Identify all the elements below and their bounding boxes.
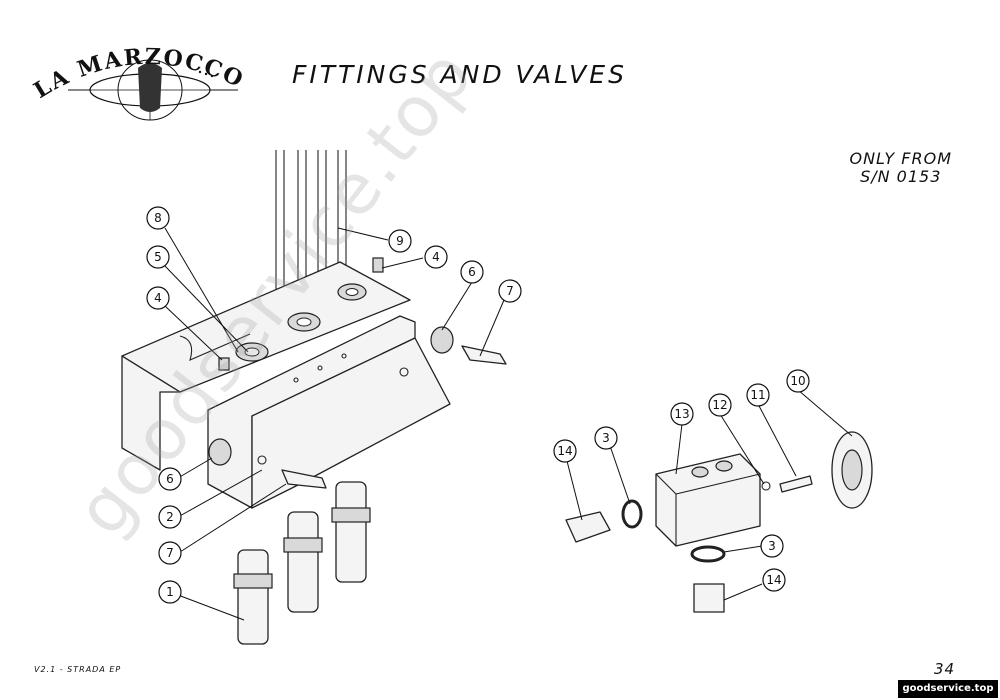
leader-lines [164,227,853,621]
callout-12: 12 [708,393,732,417]
callout-2: 2 [158,505,182,529]
hose-fittings [281,345,507,489]
screws [218,257,384,371]
callout-4: 4 [424,245,448,269]
svg-text:7: 7 [166,546,174,560]
svg-text:7: 7 [506,284,514,298]
callout-3: 3 [760,534,784,558]
callout-4: 4 [146,286,170,310]
valve-block [655,453,761,547]
globe-logo-icon: LA MARZOCCO [29,44,247,121]
callout-14: 14 [553,439,577,463]
svg-text:8: 8 [154,211,162,225]
svg-text:3: 3 [768,539,776,553]
model-label: V2.1 - STRADA EP [34,665,122,674]
svg-text:4: 4 [432,250,440,264]
page-number: 34 [934,660,956,678]
brand-logo: LA MARZOCCO [28,38,268,128]
callout-5: 5 [146,245,170,269]
callout-13: 13 [670,402,694,426]
callout-6: 6 [460,260,484,284]
svg-text:13: 13 [674,407,689,421]
callout-7: 7 [498,279,522,303]
o-rings [621,499,726,563]
callout-7: 7 [158,541,182,565]
callout-1: 1 [158,580,182,604]
svg-text:9: 9 [396,234,404,248]
svg-text:5: 5 [154,250,162,264]
serial-note-line2: S/N 0153 [860,167,942,186]
serial-note-line1: ONLY FROM [849,149,952,168]
nuts [208,283,454,466]
svg-text:11: 11 [750,388,765,402]
adapter-fittings [565,511,725,613]
svg-text:3: 3 [602,431,610,445]
callout-3: 3 [594,426,618,450]
serial-note: ONLY FROM S/N 0153 [849,150,952,186]
svg-text:1: 1 [166,585,174,599]
page-title: FITTINGS AND VALVES [292,60,627,89]
gear-assembly [761,431,873,509]
callout-10: 10 [786,369,810,393]
svg-text:14: 14 [557,444,572,458]
callout-9: 9 [388,229,412,253]
svg-text:2: 2 [166,510,174,524]
svg-text:6: 6 [166,472,174,486]
callout-14: 14 [762,568,786,592]
svg-text:6: 6 [468,265,476,279]
svg-text:14: 14 [766,573,781,587]
callout-8: 8 [146,206,170,230]
callout-11: 11 [746,383,770,407]
site-badge[interactable]: goodservice.top [898,680,998,698]
svg-text:4: 4 [154,291,162,305]
callout-6: 6 [158,467,182,491]
svg-text:12: 12 [712,398,727,412]
svg-text:10: 10 [790,374,805,388]
columns [233,481,371,645]
